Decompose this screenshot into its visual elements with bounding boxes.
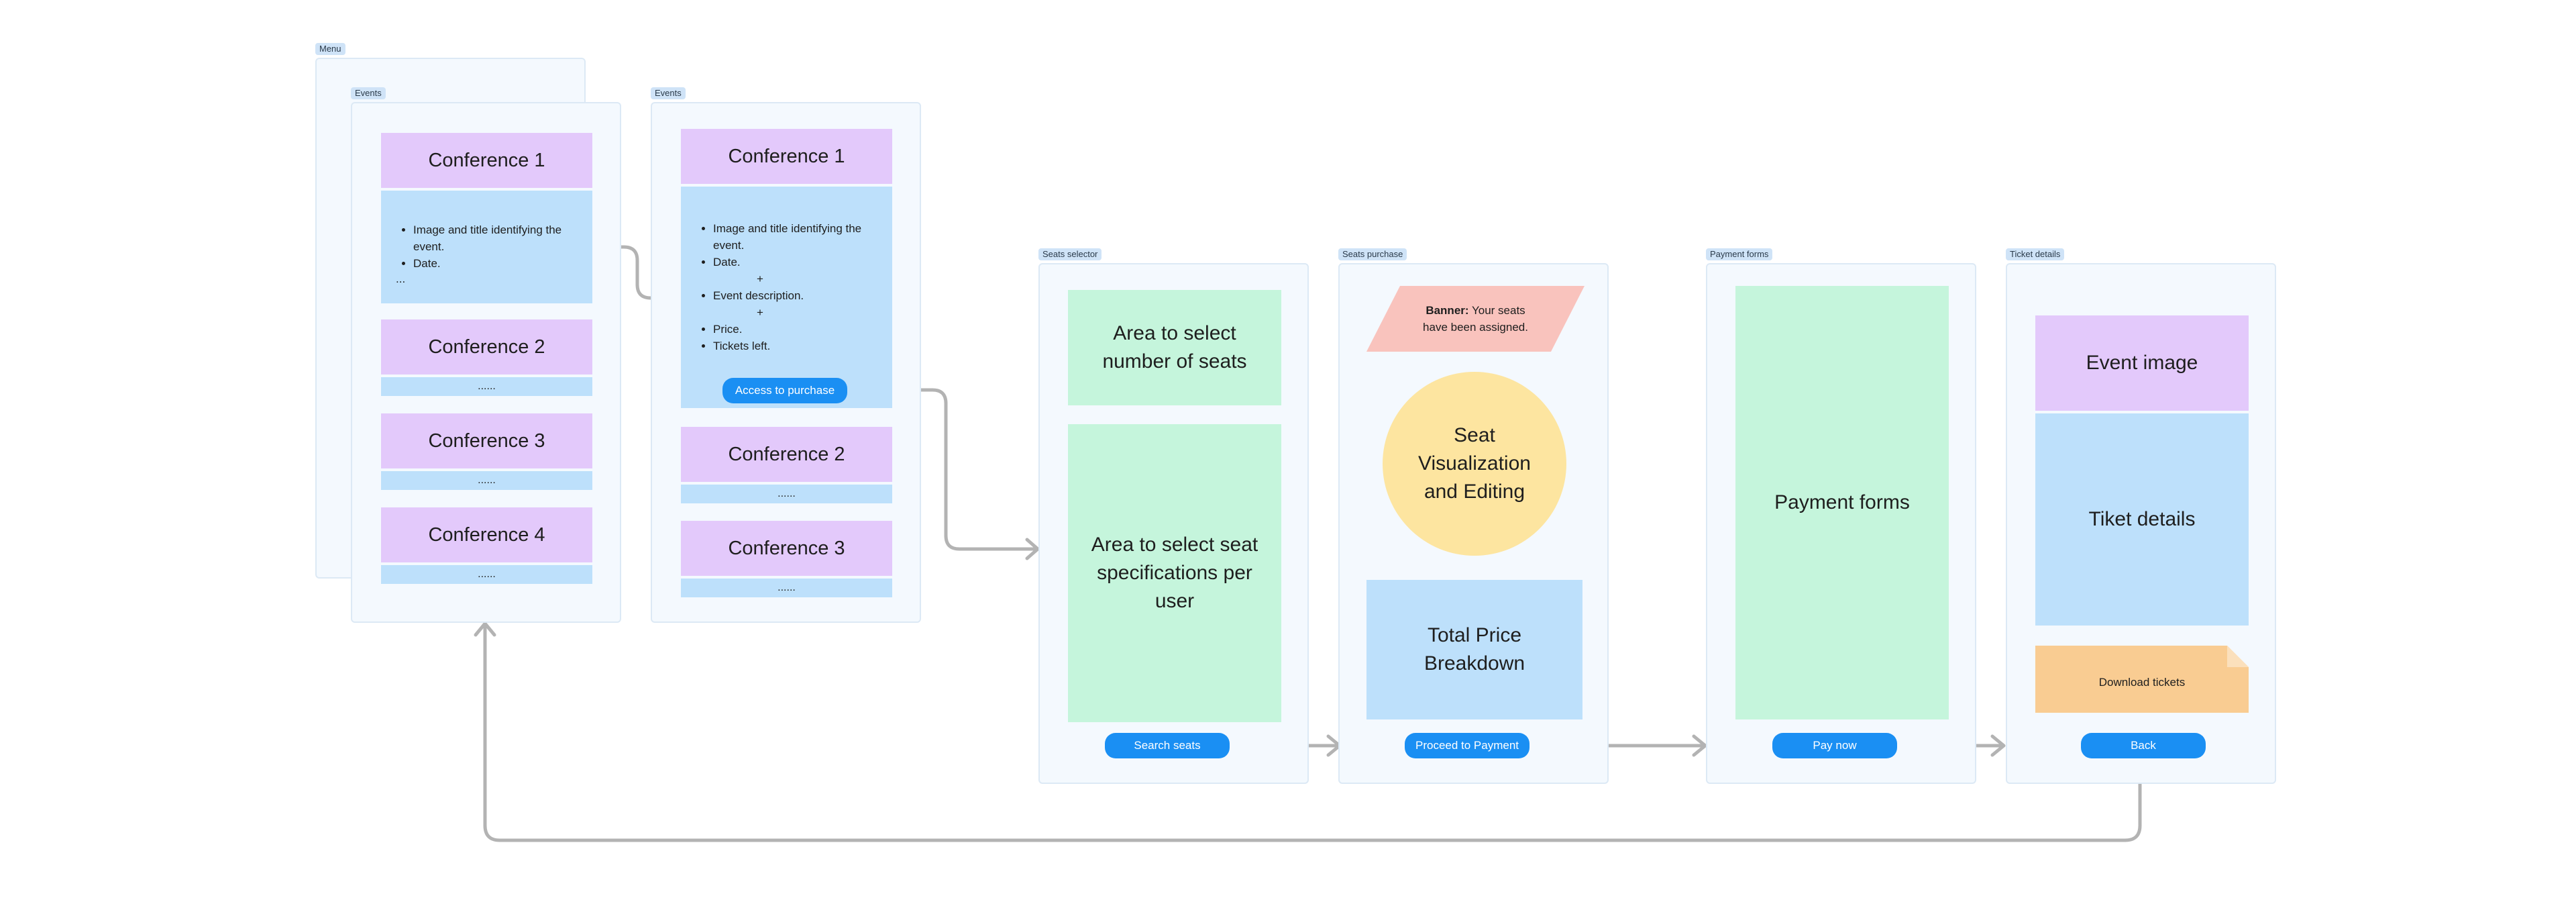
number-of-seats-area[interactable]: Area to select number of seats bbox=[1068, 290, 1281, 405]
conference-3-card[interactable]: Conference 3 bbox=[681, 521, 892, 576]
detail-item: Date. bbox=[713, 254, 892, 270]
ticket-details-frame-label: Ticket details bbox=[2006, 248, 2065, 260]
pay-now-button[interactable]: Pay now bbox=[1772, 733, 1897, 758]
seats-selector-frame-label: Seats selector bbox=[1038, 248, 1102, 260]
download-note-shape bbox=[2035, 646, 2249, 713]
arrowhead-events bbox=[474, 621, 496, 637]
download-tickets-note[interactable]: Download tickets bbox=[2098, 676, 2186, 689]
conference-2-card[interactable]: Conference 2 bbox=[381, 319, 592, 375]
total-price-breakdown: Total Price Breakdown bbox=[1366, 580, 1582, 719]
conference-2-more: ...... bbox=[681, 485, 892, 503]
arrowhead-payment bbox=[1692, 734, 1707, 757]
search-seats-button[interactable]: Search seats bbox=[1105, 733, 1230, 758]
conference-2-card[interactable]: Conference 2 bbox=[681, 427, 892, 482]
seat-specifications-area[interactable]: Area to select seat specifications per u… bbox=[1068, 424, 1281, 722]
events-frame: Conference 1 Image and title identifying… bbox=[351, 102, 621, 623]
seat-visualization-label: Seat Visualization and Editing bbox=[1418, 424, 1531, 503]
ticket-details-label: Tiket details bbox=[2088, 508, 2196, 530]
seats-selector-frame: Area to select number of seats Area to s… bbox=[1038, 263, 1309, 784]
conference-1-card[interactable]: Conference 1 bbox=[681, 129, 892, 184]
conference-3-more: ...... bbox=[381, 471, 592, 490]
conference-1-details: Image and title identifying the event. D… bbox=[381, 191, 592, 303]
banner-label: Banner: bbox=[1426, 304, 1469, 317]
payment-forms-area[interactable]: Payment forms bbox=[1735, 286, 1949, 719]
arrowhead-seats-selector bbox=[1025, 538, 1040, 560]
detail-item: Image and title identifying the event. bbox=[713, 220, 892, 254]
conference-3-card[interactable]: Conference 3 bbox=[381, 413, 592, 468]
total-price-label: Total Price Breakdown bbox=[1424, 624, 1525, 675]
seat-visualization-circle[interactable]: Seat Visualization and Editing bbox=[1383, 372, 1566, 556]
connector-conference-details bbox=[588, 245, 680, 300]
conference-3-more: ...... bbox=[681, 579, 892, 597]
payment-forms-frame-label: Payment forms bbox=[1706, 248, 1773, 260]
ticket-details-frame: Event image Tiket details Download ticke… bbox=[2006, 263, 2276, 784]
events-expanded-frame-label: Events bbox=[651, 87, 686, 99]
plus-separator: + bbox=[757, 272, 763, 285]
connector-back-to-events bbox=[483, 623, 2142, 842]
detail-item: Tickets left. bbox=[713, 338, 892, 354]
detail-item: Date. bbox=[413, 255, 592, 272]
conference-1-card[interactable]: Conference 1 bbox=[381, 133, 592, 188]
payment-forms-frame: Payment forms Pay now bbox=[1706, 263, 1976, 784]
back-button[interactable]: Back bbox=[2081, 733, 2206, 758]
seats-purchase-frame: Banner: Your seats have been assigned. S… bbox=[1338, 263, 1609, 784]
proceed-to-payment-button[interactable]: Proceed to Payment bbox=[1405, 733, 1529, 758]
events-frame-label: Events bbox=[351, 87, 386, 99]
banner-shape bbox=[1366, 286, 1585, 352]
conference-4-more: ...... bbox=[381, 565, 592, 584]
ticket-details-area: Tiket details bbox=[2035, 413, 2249, 626]
arrowhead-ticket-details bbox=[1990, 734, 2006, 757]
seats-purchase-frame-label: Seats purchase bbox=[1338, 248, 1407, 260]
detail-item: Image and title identifying the event. bbox=[413, 221, 592, 255]
conference-4-card[interactable]: Conference 4 bbox=[381, 507, 592, 562]
detail-item: Price. bbox=[713, 321, 892, 338]
assigned-seats-banner: Banner: Your seats have been assigned. bbox=[1366, 286, 1585, 352]
conference-1-expanded-details: Image and title identifying the event. D… bbox=[681, 187, 892, 408]
events-expanded-frame: Conference 1 Image and title identifying… bbox=[651, 102, 921, 623]
menu-frame-label: Menu bbox=[315, 43, 345, 55]
banner-text: Your seats bbox=[1468, 304, 1525, 317]
event-image: Event image bbox=[2035, 315, 2249, 411]
conference-2-more: ...... bbox=[381, 377, 592, 396]
banner-text: have been assigned. bbox=[1423, 321, 1528, 334]
detail-item: Event description. bbox=[713, 287, 892, 304]
connector-to-seats-selector bbox=[847, 388, 1038, 551]
access-to-purchase-button[interactable]: Access to purchase bbox=[722, 378, 847, 403]
plus-separator: + bbox=[757, 306, 763, 319]
details-ellipsis: ... bbox=[396, 272, 406, 285]
